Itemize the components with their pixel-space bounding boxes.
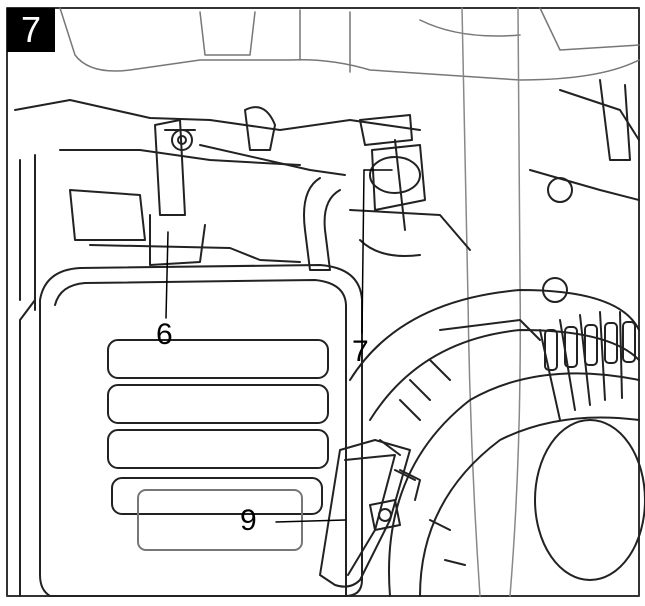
choke-lever xyxy=(319,439,421,588)
callout-7: 7 xyxy=(352,335,369,368)
air-filter-cover xyxy=(19,264,363,597)
callout-leaders xyxy=(165,169,393,523)
leader-7-a xyxy=(361,169,365,334)
carburetor-area xyxy=(14,79,640,311)
leader-9 xyxy=(275,519,346,523)
fuel-tank-outline xyxy=(59,7,640,81)
callout-9: 9 xyxy=(240,504,257,537)
callout-6: 6 xyxy=(156,318,173,351)
frame-tube xyxy=(461,7,522,597)
leader-6 xyxy=(165,231,169,319)
figure-frame xyxy=(6,7,640,597)
step-number-badge: 7 xyxy=(7,8,55,52)
recoil-starter xyxy=(349,277,645,597)
